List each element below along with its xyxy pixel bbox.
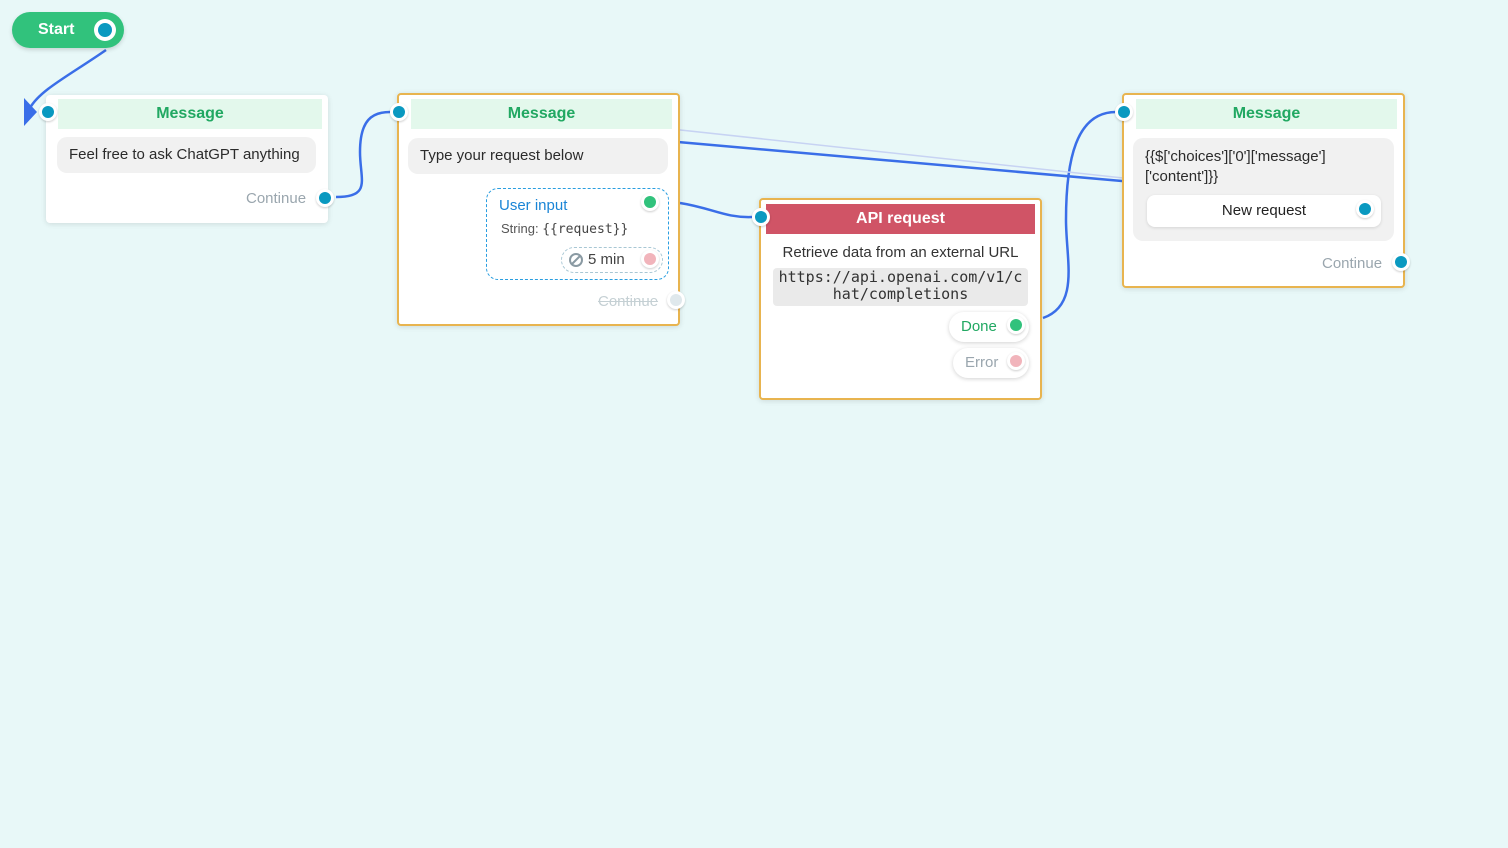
template-line-1: {{$['choices']['0']['message'] <box>1145 148 1326 165</box>
timeout-output-port[interactable] <box>641 250 659 268</box>
user-input-output-port[interactable] <box>641 193 659 211</box>
error-output-port[interactable] <box>1007 352 1025 370</box>
reply-output-port[interactable] <box>1392 253 1410 271</box>
done-output-port[interactable] <box>1007 316 1025 334</box>
continue-label: Continue <box>246 190 307 207</box>
welcome-output-port[interactable] <box>316 189 334 207</box>
ask-continue-port[interactable] <box>667 291 685 309</box>
template-line-2: ['content']}} <box>1145 168 1219 185</box>
done-label: Done <box>961 318 997 335</box>
user-input-variable: {{request}} <box>542 222 629 237</box>
api-url-line-1: https://api.openai.com/v1/c <box>778 268 1023 286</box>
ask-input-port[interactable] <box>390 103 408 121</box>
error-label: Error <box>965 354 999 371</box>
api-description: Retrieve data from an external URL <box>782 244 1019 261</box>
api-url[interactable]: https://api.openai.com/v1/c hat/completi… <box>773 268 1028 306</box>
start-node[interactable]: Start <box>12 12 124 48</box>
node-header: Message <box>1136 99 1397 129</box>
new-request-output-port[interactable] <box>1356 200 1374 218</box>
timeout-value: 5 min <box>588 251 625 268</box>
welcome-input-port[interactable] <box>39 103 57 121</box>
user-input-type: String: {{request}} <box>501 221 628 237</box>
wire-userinput-to-api <box>679 201 753 219</box>
user-input-label: User input <box>499 197 568 214</box>
wire-welcome-to-ask <box>335 110 391 199</box>
api-request-node[interactable]: API request Retrieve data from an extern… <box>759 198 1042 400</box>
user-input-type-label: String: <box>501 221 539 236</box>
timeout-badge[interactable]: 5 min <box>561 247 663 273</box>
message-bubble[interactable]: Feel free to ask ChatGPT anything <box>57 137 316 173</box>
continue-label-disabled: Continue <box>598 293 659 310</box>
message-bubble[interactable]: Type your request below <box>408 138 668 174</box>
start-output-port[interactable] <box>94 19 116 41</box>
node-header: API request <box>766 204 1035 234</box>
wire-done-to-reply <box>1042 110 1117 320</box>
start-label: Start <box>38 21 75 38</box>
user-input-block[interactable]: User input String: {{request}} 5 min <box>486 188 669 280</box>
node-header: Message <box>58 99 322 129</box>
message-node-welcome[interactable]: Message Feel free to ask ChatGPT anythin… <box>46 95 328 223</box>
reply-input-port[interactable] <box>1115 103 1133 121</box>
ban-icon <box>569 253 583 267</box>
api-url-line-2: hat/completions <box>832 285 969 303</box>
continue-label: Continue <box>1322 255 1383 272</box>
node-header: Message <box>411 99 672 129</box>
choice-new-request[interactable]: New request <box>1147 195 1381 227</box>
api-input-port[interactable] <box>752 208 770 226</box>
message-node-reply[interactable]: Message {{$['choices']['0']['message'] [… <box>1122 93 1405 288</box>
wire-start-arrow <box>24 98 37 126</box>
message-node-ask[interactable]: Message Type your request below User inp… <box>397 93 680 326</box>
